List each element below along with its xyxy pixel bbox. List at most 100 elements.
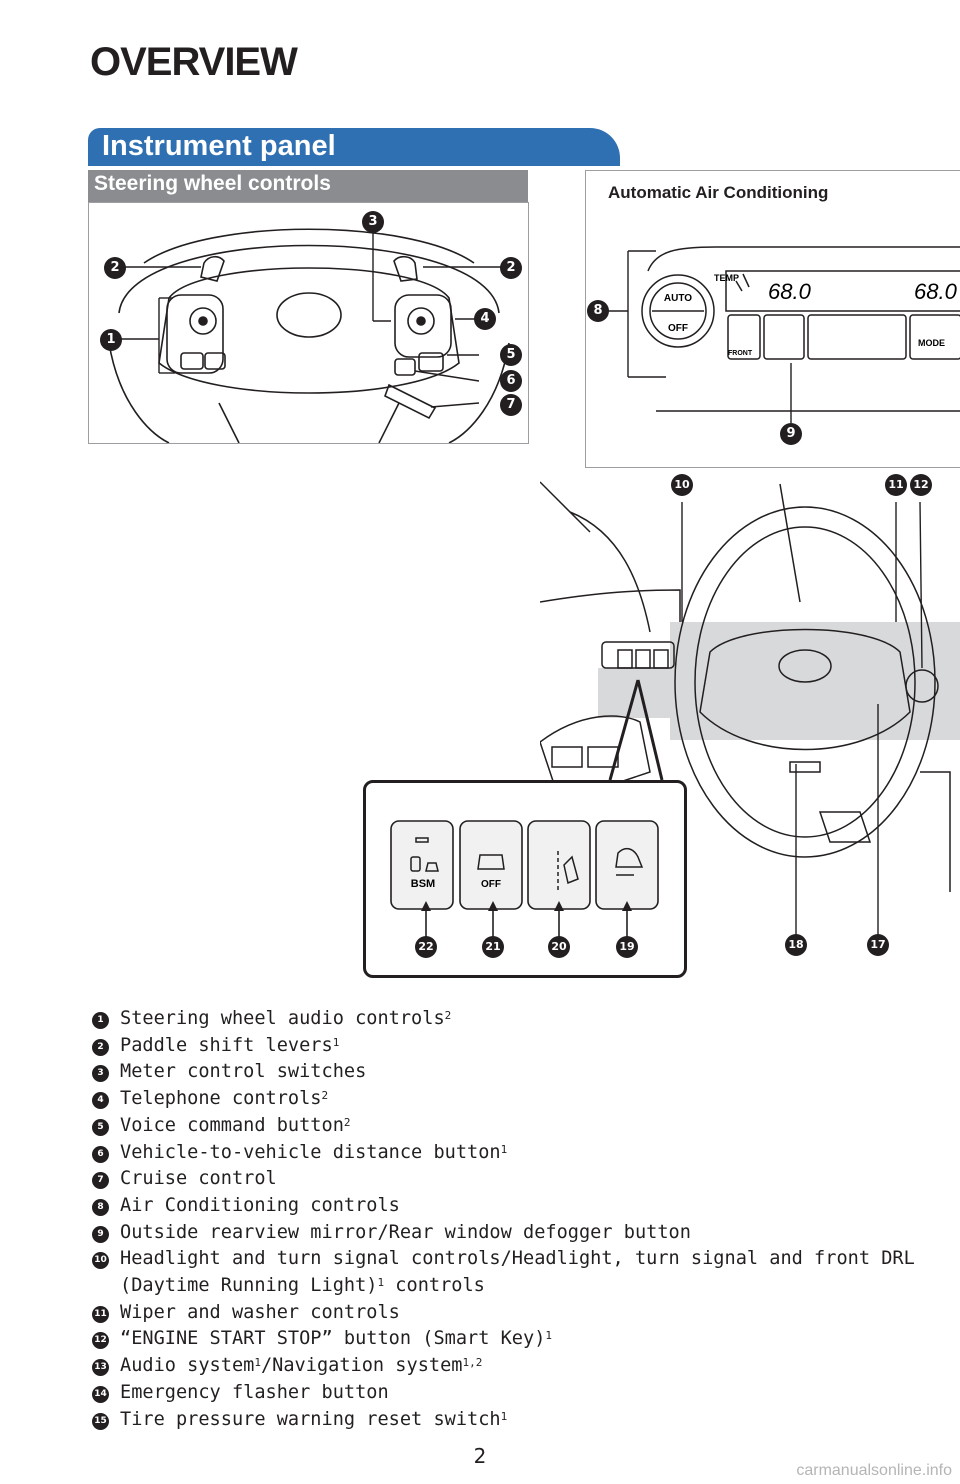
legend-text: Paddle shift levers [120, 1034, 333, 1056]
legend-item: 8 Air Conditioning controls [92, 1193, 952, 1220]
legend-text: Voice command button [120, 1114, 344, 1136]
callout-2-left: 2 [104, 257, 126, 279]
legend-item: 1 Steering wheel audio controls2 [92, 1006, 952, 1033]
legend-text: Headlight and turn signal controls/Headl… [120, 1248, 915, 1270]
legend-item: 5 Voice command button2 [92, 1113, 952, 1140]
callout-10: 10 [671, 474, 693, 496]
legend-item: 11 Wiper and washer controls [92, 1300, 952, 1327]
legend-sup: 2 [321, 1089, 329, 1103]
ac-temp-label: TEMP [714, 273, 739, 283]
switch-panel-inset: BSM OFF 22 21 20 19 [363, 780, 687, 978]
legend-item-continued: (Daytime Running Light)1 controls [92, 1273, 952, 1300]
legend-item: 7 Cruise control [92, 1166, 952, 1193]
legend-item: 15 Tire pressure warning reset switch1 [92, 1407, 952, 1434]
legend-number: 14 [92, 1385, 109, 1403]
callout-18: 18 [785, 934, 807, 956]
legend-text: controls [384, 1275, 485, 1297]
legend-number: 9 [92, 1225, 109, 1243]
legend-sup: 1 [500, 1142, 508, 1156]
legend-sup: 1 [545, 1329, 553, 1343]
callout-1: 1 [100, 329, 122, 351]
legend-number: 5 [92, 1118, 109, 1136]
page-number: 2 [473, 1444, 487, 1468]
legend-number: 3 [92, 1065, 109, 1083]
callout-7: 7 [500, 394, 522, 416]
legend-item: 4 Telephone controls2 [92, 1086, 952, 1113]
vsc-off-label: OFF [481, 879, 501, 890]
legend-text: Cruise control [120, 1168, 277, 1190]
legend-text: Air Conditioning controls [120, 1194, 400, 1216]
legend-number: 7 [92, 1172, 109, 1190]
legend-sup: 2 [444, 1009, 452, 1022]
legend-text: (Daytime Running Light) [120, 1275, 378, 1297]
subsection-title: Steering wheel controls [94, 172, 331, 195]
legend-number: 2 [92, 1038, 109, 1056]
ac-temp-right: 68.0 [914, 279, 958, 304]
section-title: Instrument panel [102, 130, 336, 162]
legend-number: 4 [92, 1092, 109, 1110]
legend-text: Wiper and washer controls [120, 1301, 400, 1323]
legend-item: 12“ENGINE START STOP” button (Smart Key)… [92, 1326, 952, 1353]
legend-text: Outside rearview mirror/Rear window defo… [120, 1221, 691, 1243]
legend-number: 6 [92, 1145, 109, 1163]
ac-panel-drawing: AUTO OFF TEMP 68.0 68.0 FRONT MODE [606, 246, 960, 423]
steering-wheel-drawing [108, 228, 510, 444]
legend-sup: 1 [377, 1276, 385, 1290]
ac-auto-label: AUTO [664, 293, 692, 304]
subsection-bar: Steering wheel controls [88, 170, 528, 202]
callout-2-right: 2 [500, 257, 522, 279]
legend-sup: 1,2 [462, 1356, 483, 1370]
legend-sup: 1 [500, 1409, 508, 1423]
legend-number: 11 [92, 1305, 109, 1323]
callout-22: 22 [415, 936, 437, 958]
section-tab: Instrument panel [88, 128, 620, 166]
ac-label: Automatic Air Conditioning [608, 183, 829, 202]
legend-item: 3 Meter control switches [92, 1059, 952, 1086]
legend-sup: 2 [343, 1115, 351, 1129]
dashboard-drawing [539, 481, 960, 942]
steering-wheel-figure: 2 1 3 2 4 5 6 7 [88, 202, 529, 444]
legend-number: 15 [92, 1412, 109, 1430]
legend-text: Audio system [120, 1355, 255, 1377]
callout-20: 20 [548, 936, 570, 958]
callout-11: 11 [885, 474, 907, 496]
bsm-label: BSM [411, 878, 435, 890]
callout-9: 9 [780, 423, 802, 445]
legend-sup: 1 [332, 1035, 340, 1049]
ac-temp-left: 68.0 [768, 279, 812, 304]
legend-text: Steering wheel audio controls [120, 1008, 445, 1029]
legend-text: Tire pressure warning reset switch [120, 1408, 501, 1430]
ac-figure: AUTO OFF TEMP 68.0 68.0 FRONT MODE Autom… [585, 170, 960, 468]
legend-text: “ENGINE START STOP” button (Smart Key) [120, 1328, 546, 1350]
legend-text: Vehicle-to-vehicle distance button [120, 1141, 501, 1163]
callout-6: 6 [500, 370, 522, 392]
legend-item: 14 Emergency flasher button [92, 1380, 952, 1407]
watermark: carmanualsonline.info [796, 1462, 952, 1479]
legend-item: 9 Outside rearview mirror/Rear window def… [92, 1220, 952, 1247]
legend-text: Emergency flasher button [120, 1381, 389, 1403]
legend-number: 1 [92, 1012, 109, 1029]
legend-number: 10 [92, 1252, 109, 1270]
callout-17: 17 [867, 934, 889, 956]
callout-4: 4 [474, 308, 496, 330]
callout-21: 21 [482, 936, 504, 958]
page-title: OVERVIEW [90, 40, 298, 84]
ac-front-label: FRONT [728, 350, 753, 357]
inset-pointer [608, 679, 664, 781]
legend-number: 13 [92, 1359, 109, 1377]
legend-text: Meter control switches [120, 1061, 367, 1083]
legend-number: 8 [92, 1198, 109, 1216]
callout-3: 3 [362, 211, 384, 233]
legend-item: 2 Paddle shift levers1 [92, 1033, 952, 1060]
switch-panel-drawing: BSM OFF [390, 820, 659, 938]
legend-text: Telephone controls [120, 1088, 322, 1110]
callout-8: 8 [587, 300, 609, 322]
legend-item: 6 Vehicle-to-vehicle distance button1 [92, 1140, 952, 1167]
dashboard-figure: 10 11 12 18 17 [539, 472, 960, 972]
legend-sup: 1 [254, 1356, 261, 1370]
callout-19: 19 [616, 936, 638, 958]
ac-mode-label: MODE [918, 338, 945, 348]
legend-item: 10 Headlight and turn signal controls/Hea… [92, 1246, 952, 1273]
